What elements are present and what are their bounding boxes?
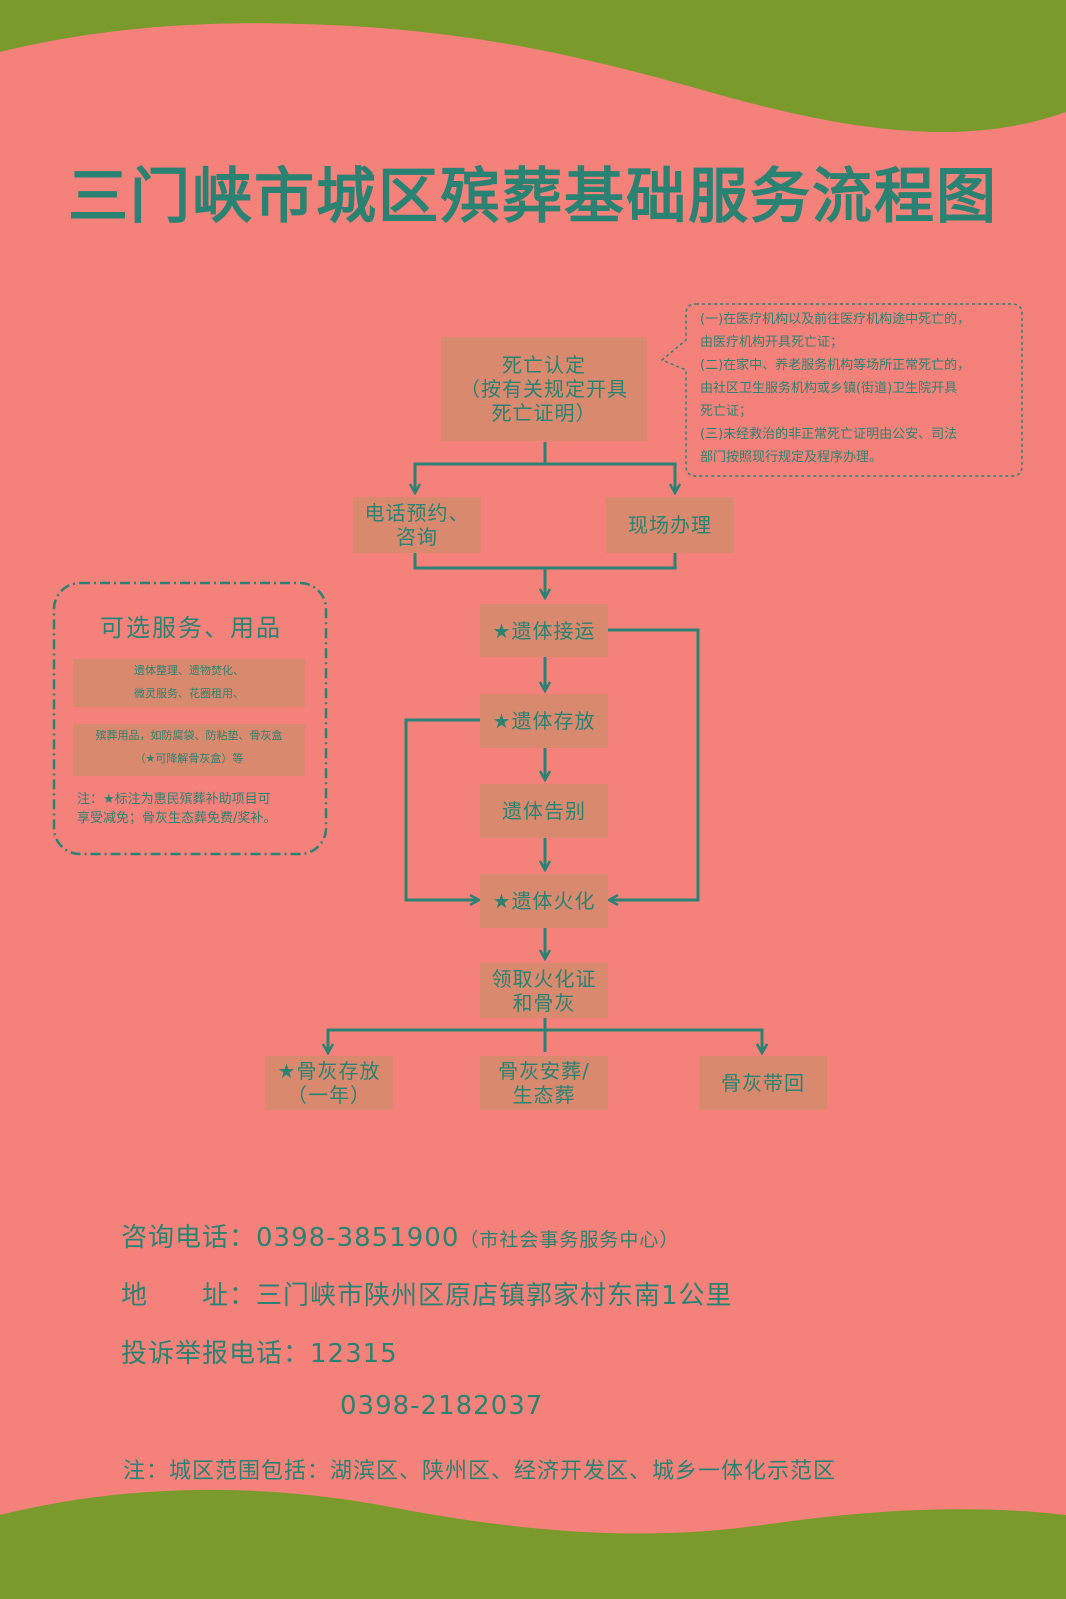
complaint-phone-line-2: 0398-2182037 xyxy=(340,1391,543,1421)
ash-burial-box: 骨灰安葬/ 生态葬 xyxy=(480,1056,608,1110)
district-note: 注：城区范围包括：湖滨区、陕州区、经济开发区、城乡一体化示范区 xyxy=(123,1459,837,1484)
complaint-phone-line: 投诉举报电话：12315 xyxy=(121,1333,398,1370)
optional-services-list-1: 遗体整理、遗物焚化、 微灵服务、花圈租用、 xyxy=(73,659,305,707)
optional-services-note: 注：★标注为惠民殡葬补助项目可 享受减免；骨灰生态葬免费/奖补。 xyxy=(77,792,277,826)
death-certificate-notes: (一)在医疗机构以及前往医疗机构途中死亡的， 由医疗机构开具死亡证； (二)在家… xyxy=(700,312,971,465)
connector-death-split xyxy=(413,442,675,492)
callout-bubble xyxy=(660,303,1023,477)
consult-phone-org: （市社会事务服务中心） xyxy=(459,1229,680,1251)
optional-services-list-2: 殡葬用品，如防腐袋、防粘垫、骨灰盒 （★可降解骨灰盒）等 xyxy=(73,724,305,776)
consult-phone-label: 咨询电话： xyxy=(121,1223,257,1253)
address-label: 地 址： xyxy=(121,1281,257,1311)
body-cremation-box: ★遗体火化 xyxy=(480,874,608,928)
connector-collect-split xyxy=(326,1018,762,1052)
consult-phone-number: 0398-3851900 xyxy=(256,1223,460,1253)
top-wave xyxy=(0,0,1066,133)
complaint-phone-1: 12315 xyxy=(310,1339,398,1369)
page-title: 三门峡市城区殡葬基础服务流程图 xyxy=(68,162,998,232)
address-line: 地 址：三门峡市陕州区原店镇郭家村东南1公里 xyxy=(121,1275,733,1312)
onsite-handling-box: 现场办理 xyxy=(606,497,734,553)
collect-ashes-box: 领取火化证 和骨灰 xyxy=(480,963,608,1018)
connector-transport-bypass xyxy=(607,628,700,900)
ash-storage-box: ★骨灰存放 （一年） xyxy=(265,1056,393,1110)
connector-merge xyxy=(413,553,677,597)
bottom-wave xyxy=(0,1489,1066,1599)
complaint-phone-2: 0398-2182037 xyxy=(340,1391,544,1421)
optional-services-title: 可选服务、用品 xyxy=(100,614,282,642)
consult-phone-line: 咨询电话：0398-3851900（市社会事务服务中心） xyxy=(121,1217,679,1254)
connector-storage-bypass xyxy=(404,718,480,900)
body-storage-box: ★遗体存放 xyxy=(480,694,608,748)
body-farewell-box: 遗体告别 xyxy=(480,784,608,838)
complaint-phone-label: 投诉举报电话： xyxy=(121,1339,311,1369)
optional-services-frame xyxy=(52,581,328,856)
address-value: 三门峡市陕州区原店镇郭家村东南1公里 xyxy=(256,1281,733,1311)
body-transport-box: ★遗体接运 xyxy=(480,604,608,657)
death-certification-box: 死亡认定 （按有关规定开具 死亡证明） xyxy=(441,337,647,441)
ash-takehome-box: 骨灰带回 xyxy=(699,1056,827,1110)
phone-booking-box: 电话预约、 咨询 xyxy=(353,497,481,553)
